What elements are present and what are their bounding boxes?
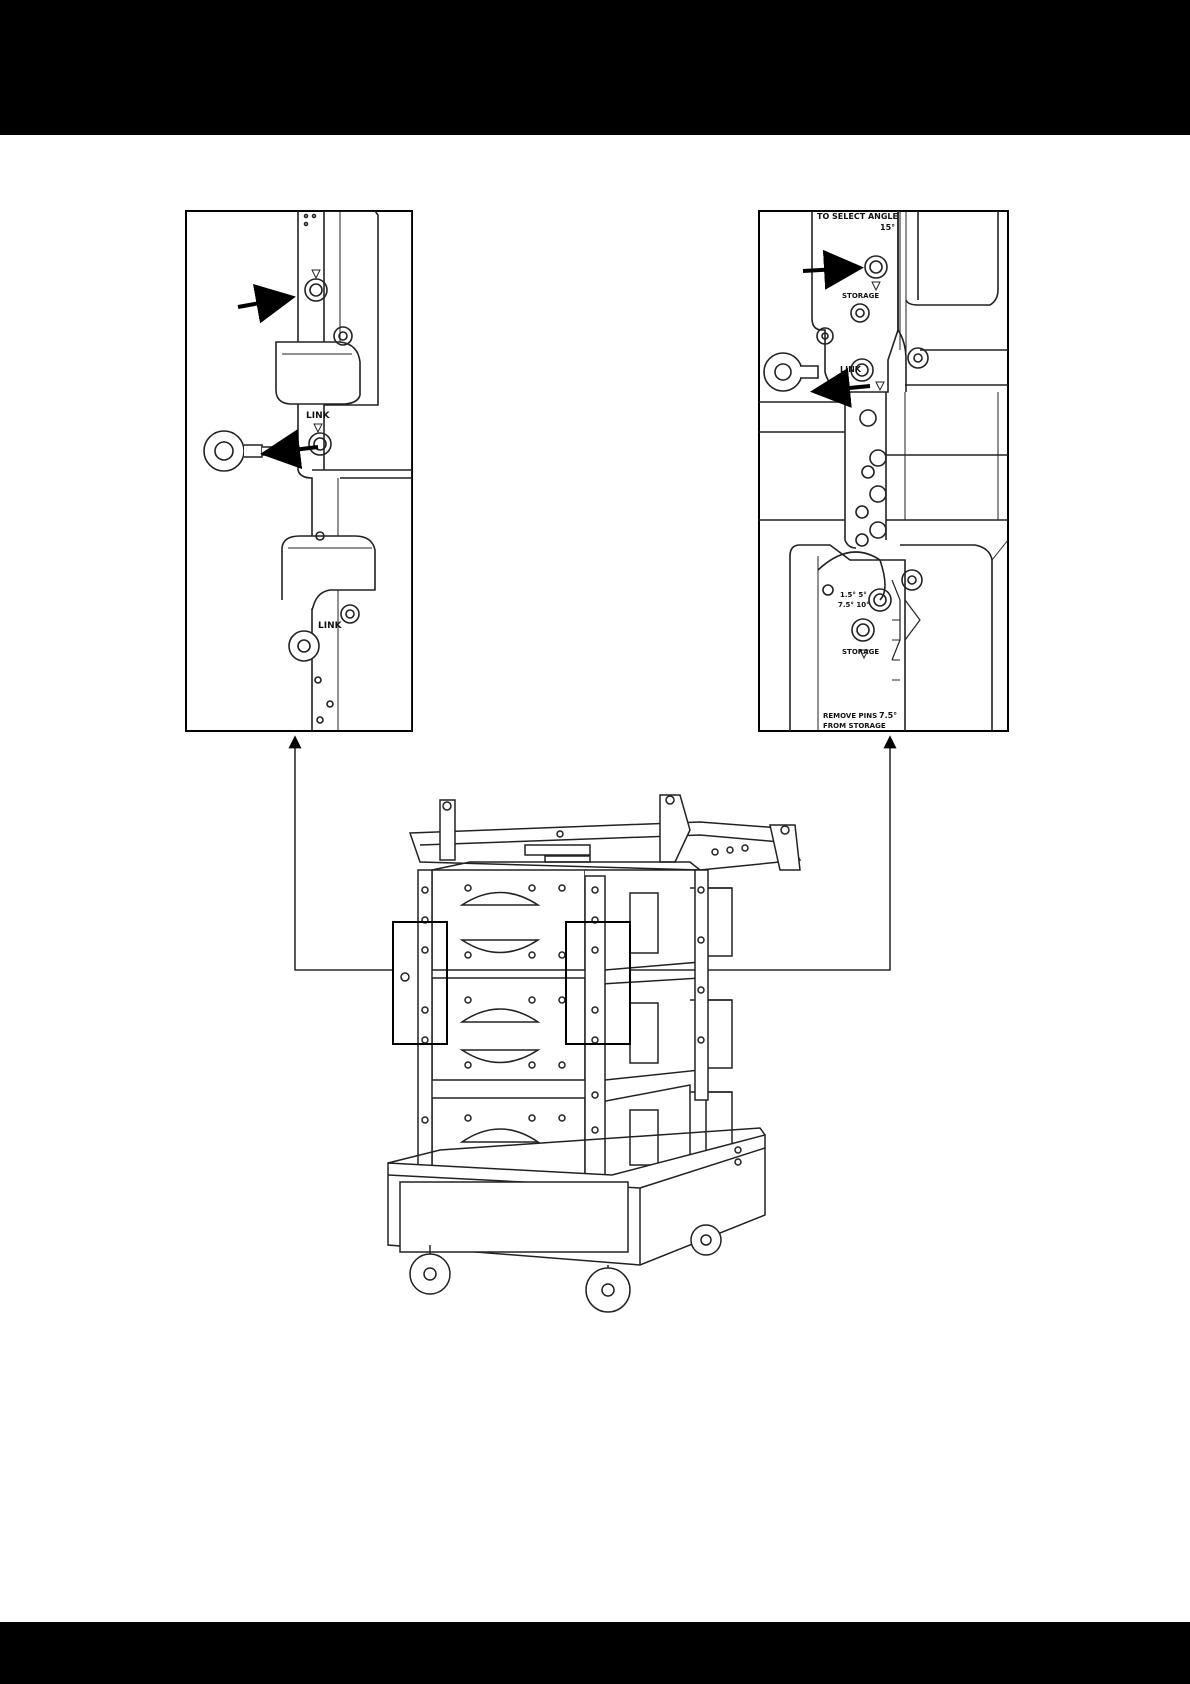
right-note-line2: FROM STORAGE: [823, 722, 886, 730]
speaker-array-on-cart: [388, 795, 800, 1312]
leader-left: [295, 738, 393, 970]
left-link-label-upper: LINK: [306, 411, 331, 421]
detail-right-panel: TO SELECT ANGLE 15° STORAGE LINK 1.5° 5°…: [759, 211, 1008, 731]
right-angle-bottom-label: 7.5°: [879, 711, 897, 720]
detail-left-panel: LINK LINK: [186, 211, 412, 731]
right-storage-lower-label: STORAGE: [842, 648, 879, 656]
speaker-cabinet-top: [432, 862, 732, 970]
right-angles-pair-a: 1.5° 5°: [840, 591, 867, 599]
speaker-cabinet-middle: [432, 978, 732, 1080]
right-note-line1: REMOVE PINS: [823, 712, 877, 720]
rigging-bar-right: [695, 870, 708, 1100]
right-instruction-label: TO SELECT ANGLE: [817, 212, 898, 221]
left-link-label-lower: LINK: [318, 621, 343, 631]
caster-wheel-icon: [691, 1225, 721, 1255]
right-storage-upper-label: STORAGE: [842, 292, 879, 300]
top-rigging-frame: [410, 795, 800, 870]
right-angles-pair-b: 7.5° 10°: [838, 601, 870, 609]
right-angle-top-label: 15°: [880, 223, 895, 232]
right-link-label: LINK: [840, 365, 862, 374]
rigging-bar-left: [401, 870, 432, 1170]
caster-wheel-icon: [586, 1265, 630, 1312]
